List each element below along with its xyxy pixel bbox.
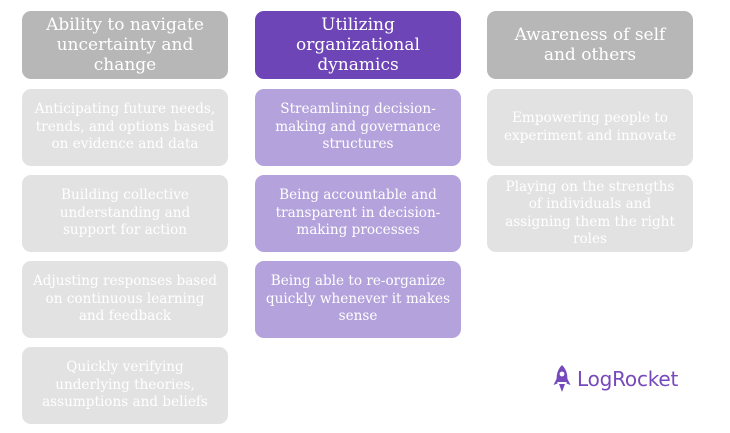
list-item: Quickly verifying underlying theories, a… xyxy=(22,347,228,424)
list-item: Being accountable and transparent in dec… xyxy=(255,175,461,252)
list-item: Playing on the strengths of individuals … xyxy=(487,175,693,252)
column-awareness-self-others: Awareness of self and others Empowering … xyxy=(487,11,693,261)
list-item: Streamlining decision-making and governa… xyxy=(255,89,461,166)
list-item: Adjusting responses based on continuous … xyxy=(22,261,228,338)
list-item: Being able to re-organize quickly whenev… xyxy=(255,261,461,338)
logrocket-logo: LogRocket xyxy=(553,364,678,394)
list-item: Empowering people to experiment and inno… xyxy=(487,89,693,166)
column-header: Ability to navigate uncertainty and chan… xyxy=(22,11,228,79)
column-navigate-uncertainty: Ability to navigate uncertainty and chan… xyxy=(22,11,228,433)
list-item: Building collective understanding and su… xyxy=(22,175,228,252)
logo-text: LogRocket xyxy=(577,367,679,391)
list-item: Anticipating future needs, trends, and o… xyxy=(22,89,228,166)
column-header: Awareness of self and others xyxy=(487,11,693,79)
rocket-icon xyxy=(553,364,577,394)
column-header: Utilizing organizational dynamics xyxy=(255,11,461,79)
column-organizational-dynamics: Utilizing organizational dynamics Stream… xyxy=(255,11,461,347)
